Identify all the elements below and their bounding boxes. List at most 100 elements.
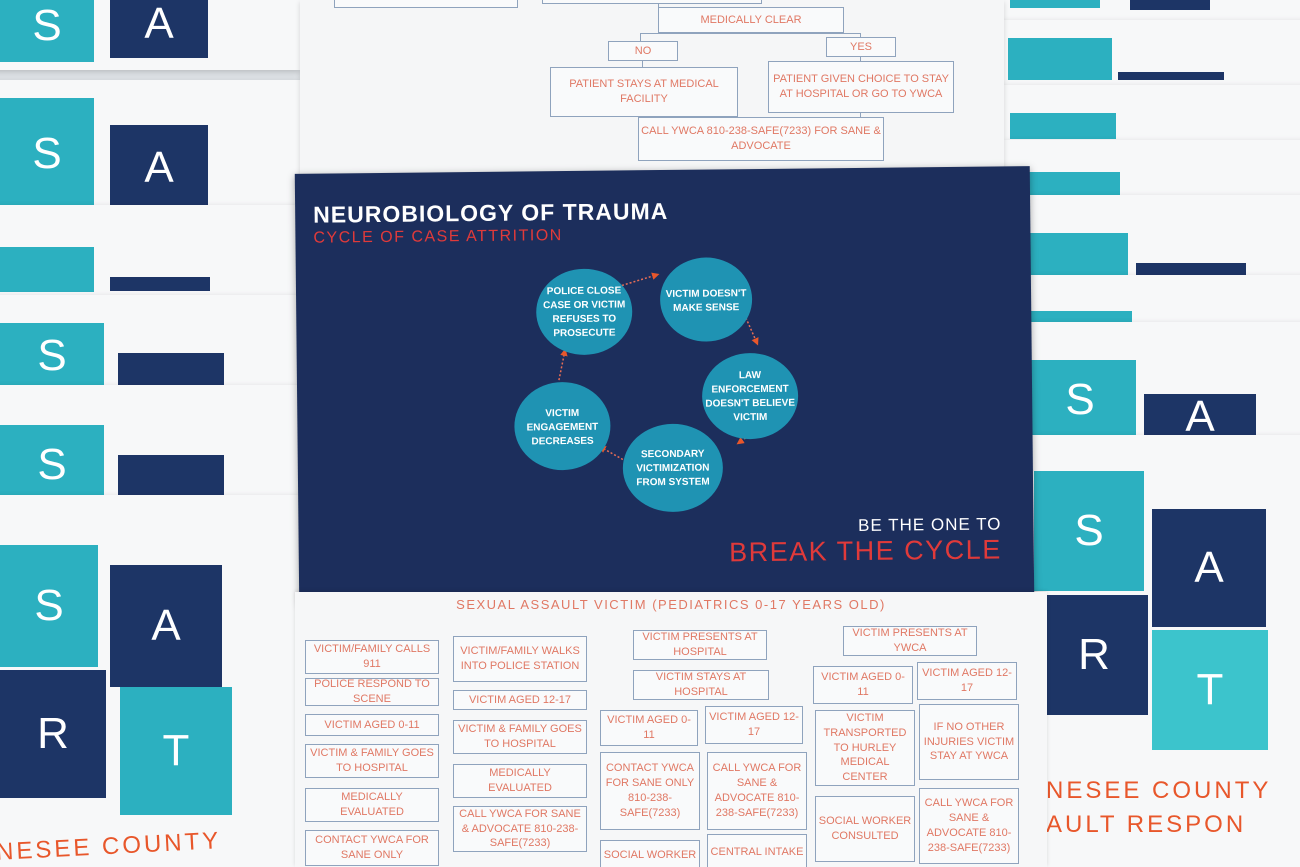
flow-connector [640,33,641,41]
ped-box: CENTRAL INTAKE [707,834,807,867]
attrition-cycle-diagram: POLICE CLOSE CASE OR VICTIM REFUSES TO P… [514,257,799,512]
ped-box: CALL YWCA FOR SANE & ADVOCATE 810-238-SA… [919,788,1019,864]
poster-subtitle: CYCLE OF CASE ATTRITION [313,227,563,247]
svg-text:ENGAGEMENT: ENGAGEMENT [527,422,599,434]
flow-connector [640,33,860,34]
flow-box [334,0,518,8]
right-card-7: S A [1016,322,1300,442]
svg-text:LAW: LAW [739,370,762,381]
ped-box: VICTIM AGED 12-17 [917,662,1017,700]
svg-text:VICTIM: VICTIM [733,412,767,423]
navy-stripe [1130,0,1210,10]
medically-clear-box: MEDICALLY CLEAR [658,7,844,33]
left-card-4: S [0,295,300,390]
flow-connector [860,33,861,38]
pediatrics-title: SEXUAL ASSAULT VICTIM (PEDIATRICS 0-17 Y… [456,597,886,612]
ped-box: VICTIM & FAMILY GOES TO HOSPITAL [305,744,439,778]
adult-flowchart-sheet: MEDICALLY CLEAR NO YES PATIENT STAYS AT … [300,0,1004,176]
sart-tile-t: T [1152,630,1268,750]
be-the-one-text: BE THE ONE TO [858,514,1002,535]
sart-tile-s: S [0,545,98,667]
cycle-node-engagement-decreases: VICTIM ENGAGEMENT DECREASES [514,382,611,471]
right-card-3 [1002,85,1300,145]
sart-tile-a: A [110,125,208,210]
svg-text:MAKE SENSE: MAKE SENSE [673,302,740,314]
cycle-node-secondary-victimization: SECONDARY VICTIMIZATION FROM SYSTEM [622,423,723,512]
ped-box: SOCIAL WORKER CONSULTED [815,796,915,862]
county-name: NESEE COUNTY [1046,777,1272,804]
break-the-cycle-text: BREAK THE CYCLE [729,534,1002,568]
left-card-1: S A [0,0,300,70]
teal-stripe [1010,0,1100,8]
sart-tile-a: A [1152,509,1266,627]
svg-text:FROM SYSTEM: FROM SYSTEM [636,477,709,489]
teal-stripe [1010,113,1116,139]
sart-tile-s: S [0,98,94,210]
flow-box [542,0,762,4]
sart-tile-s: S [0,323,104,389]
svg-text:DECREASES: DECREASES [531,436,594,448]
poster-title: NEUROBIOLOGY OF TRAUMA [313,197,669,228]
no-box: NO [608,41,678,61]
svg-text:CASE OR VICTIM: CASE OR VICTIM [543,299,625,311]
sart-tile-t: T [120,687,232,815]
response-team-text: AULT RESPON [1046,811,1247,838]
right-card-2 [1000,20,1300,85]
call-ywca-box: CALL YWCA 810-238-SAFE(7233) FOR SANE & … [638,117,884,161]
ped-box: VICTIM/FAMILY CALLS 911 [305,640,439,674]
svg-text:PROSECUTE: PROSECUTE [553,328,616,340]
ped-box: VICTIM TRANSPORTED TO HURLEY MEDICAL CEN… [815,710,915,786]
cycle-node-police-close: POLICE CLOSE CASE OR VICTIM REFUSES TO P… [536,268,633,355]
ped-box: VICTIM AGED 0-11 [305,714,439,736]
county-name: NESEE COUNTY [0,827,222,866]
right-card-front: S A R T NESEE COUNTY AULT RESPON [1030,435,1300,867]
ped-box: VICTIM/FAMILY WALKS INTO POLICE STATION [453,636,587,682]
ped-box: VICTIM STAYS AT HOSPITAL [633,670,769,700]
neurobiology-poster: NEUROBIOLOGY OF TRAUMA CYCLE OF CASE ATT… [294,166,1035,604]
ped-box: VICTIM & FAMILY GOES TO HOSPITAL [453,720,587,754]
patient-stays-box: PATIENT STAYS AT MEDICAL FACILITY [550,67,738,117]
navy-stripe [1136,263,1246,275]
navy-stripe [110,277,210,291]
right-card-6 [1012,275,1300,325]
left-card-2: S A [0,80,300,215]
sart-tile-s: S [0,425,104,505]
ped-box: VICTIM AGED 0-11 [813,666,913,704]
left-card-5: S [0,385,300,505]
patient-choice-box: PATIENT GIVEN CHOICE TO STAY AT HOSPITAL… [768,61,954,113]
sart-tile-a: A [1144,394,1256,440]
sart-tile-s: S [0,0,94,62]
cycle-node-law-enforcement: LAW ENFORCEMENT DOESN'T BELIEVE VICTIM [702,353,799,440]
ped-box: MEDICALLY EVALUATED [305,788,439,822]
ped-box: CALL YWCA FOR SANE & ADVOCATE 810-238-SA… [453,806,587,852]
ped-box: VICTIM PRESENTS AT YWCA [843,626,977,656]
left-card-3 [0,205,300,295]
right-card-4 [1004,140,1300,200]
svg-text:DOESN'T BELIEVE: DOESN'T BELIEVE [705,398,795,410]
sart-tile-s: S [1034,471,1144,591]
svg-text:ENFORCEMENT: ENFORCEMENT [711,384,788,396]
yes-box: YES [826,37,896,57]
ped-box: IF NO OTHER INJURIES VICTIM STAY AT YWCA [919,704,1019,780]
svg-text:SECONDARY: SECONDARY [641,449,705,461]
teal-stripe [1020,311,1132,323]
sart-tile-a: A [110,565,222,687]
flow-connector [860,57,861,61]
pediatrics-flowchart-sheet: SEXUAL ASSAULT VICTIM (PEDIATRICS 0-17 Y… [295,592,1047,867]
ped-box: CONTACT YWCA FOR SANE ONLY [305,830,439,866]
right-card-1 [1000,0,1300,20]
sart-tile-r: R [0,670,106,798]
cycle-arrow [558,348,568,381]
ped-box: MEDICALLY EVALUATED [453,764,587,798]
ped-box: VICTIM PRESENTS AT HOSPITAL [633,630,767,660]
ped-box: VICTIM AGED 12-17 [453,690,587,710]
navy-stripe [118,353,224,389]
left-card-front: S A R T NESEE COUNTY [0,495,300,867]
ped-box: CONTACT YWCA FOR SANE ONLY 810-238-SAFE(… [600,752,700,830]
cycle-node-victim-doesnt-make-sense: VICTIM DOESN'T MAKE SENSE [660,257,753,342]
teal-stripe [1008,38,1112,80]
ped-box: VICTIM AGED 0-11 [600,710,698,746]
right-card-5 [1008,195,1300,280]
svg-text:VICTIMIZATION: VICTIMIZATION [636,463,709,475]
